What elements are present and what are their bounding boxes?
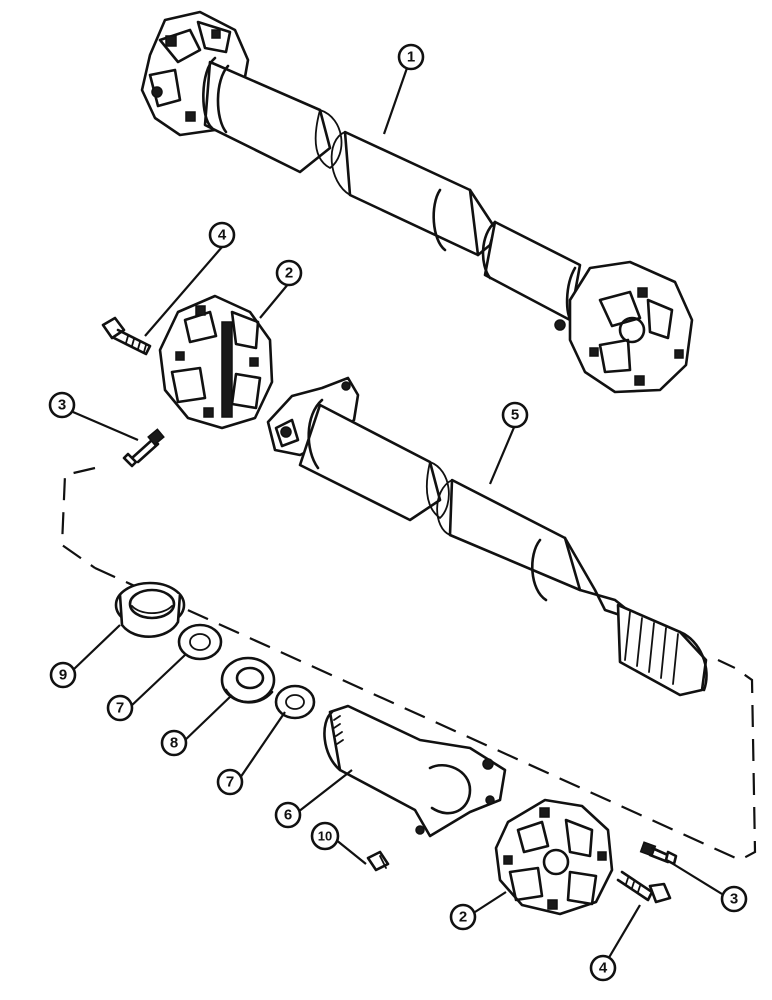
coupling-cross-lower [494,798,614,916]
callout-10: 10 [310,821,340,851]
svg-text:1: 1 [407,49,415,66]
callout-9: 9 [49,661,77,689]
svg-text:7: 7 [116,700,124,717]
callout-2-upper: 2 [275,259,303,287]
slip-yoke [323,704,507,838]
bearing-cup [114,581,186,638]
washer-first [177,623,223,661]
svg-text:3: 3 [730,891,738,908]
callout-2-lower: 2 [449,903,477,931]
svg-text:4: 4 [599,960,608,977]
callout-4-lower: 4 [589,954,617,982]
washer-second [274,684,316,720]
callout-3-upper: 3 [48,391,76,419]
bolt-upper [101,316,152,356]
grease-fitting-upper [122,428,165,468]
seal-ring [220,656,276,704]
svg-text:2: 2 [285,265,293,282]
callout-7-first: 7 [106,694,134,722]
svg-text:7: 7 [226,774,234,791]
svg-text:6: 6 [284,807,292,824]
callout-6: 6 [274,801,302,829]
callout-3-lower: 3 [720,885,748,913]
svg-text:5: 5 [511,407,519,424]
callout-5: 5 [501,401,529,429]
bolt-lower [616,870,672,904]
svg-text:9: 9 [59,667,67,684]
svg-text:3: 3 [58,397,66,414]
coupling-cross-upper [158,294,274,430]
svg-text:10: 10 [318,829,332,844]
plug [366,850,390,872]
splined-shaft [266,376,708,697]
svg-text:4: 4 [218,227,227,244]
callout-1: 1 [397,43,425,71]
callout-8: 8 [160,729,188,757]
callout-4-upper: 4 [208,221,236,249]
svg-text:8: 8 [170,735,178,752]
assembly-boundary-dashed [60,466,757,862]
leader-lines [72,67,723,967]
grease-fitting-lower [639,841,678,866]
drive-shaft-assembly [140,10,694,394]
callout-7-second: 7 [216,768,244,796]
svg-text:2: 2 [459,909,467,926]
